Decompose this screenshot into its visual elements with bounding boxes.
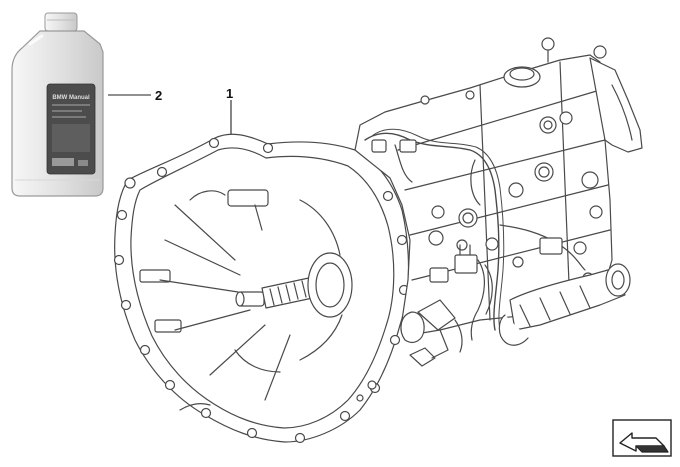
oil-bottle: BMW Manual — [11, 12, 104, 197]
arrow-back-icon-graphic — [612, 419, 672, 457]
arrow-back-icon[interactable] — [612, 419, 672, 457]
actuator-assembly — [498, 263, 631, 346]
bottle-cap — [44, 12, 78, 32]
callout-1: 1 — [226, 86, 234, 101]
case-bolts — [420, 90, 603, 284]
callout-2: 2 — [155, 88, 163, 103]
input-shaft — [235, 275, 323, 309]
transmission-assembly — [113, 37, 643, 444]
wiring-harness — [364, 132, 500, 331]
bottle-label-text: BMW Manual — [52, 95, 90, 101]
